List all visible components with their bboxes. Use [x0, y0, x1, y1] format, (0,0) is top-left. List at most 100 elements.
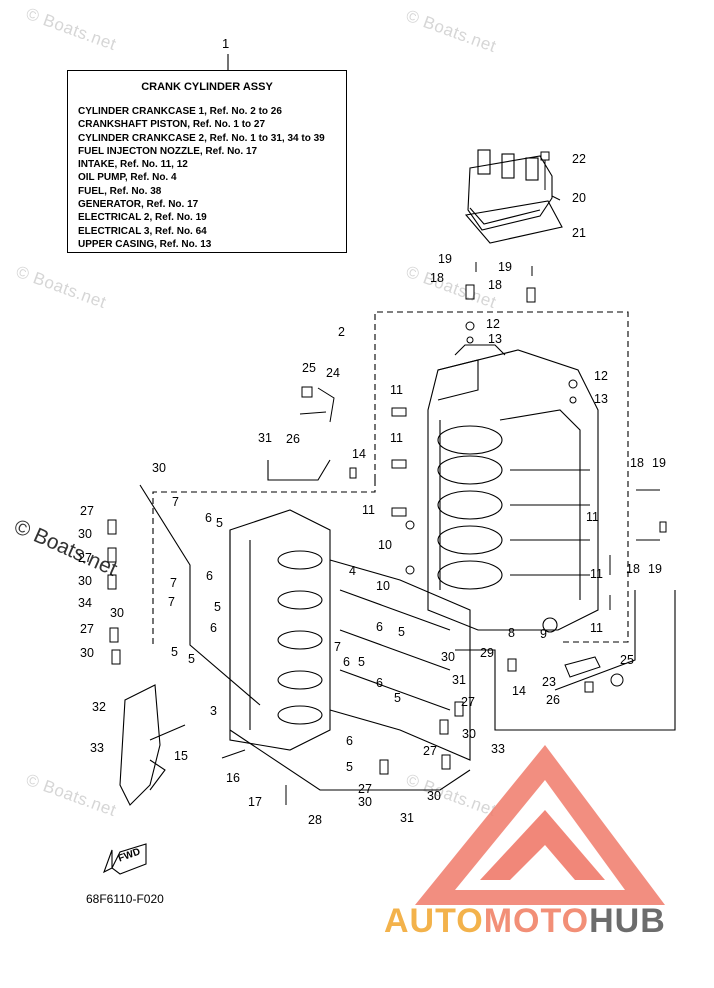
callout-number: 33	[90, 741, 104, 755]
logo-triangle-cut	[510, 845, 575, 880]
callout-number: 2	[338, 325, 345, 339]
info-line: CYLINDER CRANKCASE 1, Ref. No. 2 to 26	[78, 106, 282, 117]
callout-number: 18	[488, 278, 502, 292]
info-line: GENERATOR, Ref. No. 17	[78, 199, 199, 211]
callout-number: 5	[171, 645, 178, 659]
callout-number: 30	[78, 574, 92, 588]
assembly-reference-number: 1	[222, 36, 230, 51]
assembly-info-box: CRANK CYLINDER ASSY CYLINDER CRANKCASE 1…	[67, 70, 347, 253]
callout-number: 5	[394, 691, 401, 705]
callout-number: 17	[248, 795, 262, 809]
info-box-title: CRANK CYLINDER ASSY	[141, 81, 273, 93]
callout-number: 14	[512, 684, 526, 698]
callout-number: 13	[488, 332, 502, 346]
info-line: ELECTRICAL 3, Ref. No. 64	[78, 225, 207, 237]
callout-number: 18	[430, 271, 444, 285]
callout-number: 19	[438, 252, 452, 266]
callout-number: 11	[590, 621, 603, 635]
callout-number: 14	[352, 447, 366, 461]
callout-number: 12	[594, 369, 608, 383]
callout-number: 7	[170, 576, 177, 590]
callout-number: 6	[205, 511, 212, 525]
info-line: OIL PUMP, Ref. No. 4	[78, 172, 177, 184]
callout-number: 5	[346, 760, 353, 774]
callout-number: 21	[572, 226, 586, 240]
callout-number: 10	[378, 538, 392, 552]
callout-number: 27	[423, 744, 437, 758]
callout-number: 6	[343, 655, 350, 669]
callout-number: 30	[462, 727, 476, 741]
logo-text-moto: MOTO	[483, 902, 590, 940]
callout-number: 26	[286, 432, 300, 446]
callout-number: 29	[480, 646, 494, 660]
callout-number: 11	[362, 503, 375, 517]
logo-text-hub: HUB	[589, 902, 666, 940]
callout-number: 26	[546, 693, 560, 707]
callout-number: 5	[188, 652, 195, 666]
callout-number: 31	[400, 811, 414, 825]
callout-number: 27	[358, 782, 372, 796]
callout-number: 9	[540, 627, 547, 641]
callout-number: 19	[648, 562, 662, 576]
callout-number: 11	[390, 431, 403, 445]
callout-number: 18	[626, 562, 640, 576]
callout-number: 30	[110, 606, 124, 620]
callout-number: 3	[210, 704, 217, 718]
callout-number: 7	[334, 640, 341, 654]
callout-number: 30	[441, 650, 455, 664]
bolts	[107, 151, 667, 805]
info-line: FUEL INJECTON NOZZLE, Ref. No. 17	[78, 145, 258, 157]
callout-number: 23	[542, 675, 556, 689]
callout-number: 30	[80, 646, 94, 660]
info-line: ELECTRICAL 2, Ref. No. 19	[78, 212, 207, 224]
info-line: CRANKSHAFT PISTON, Ref. No. 1 to 27	[78, 119, 266, 131]
callout-number: 32	[92, 700, 106, 714]
callout-number: 5	[398, 625, 405, 639]
callout-number: 5	[358, 655, 365, 669]
callout-number: 27	[461, 695, 475, 709]
callout-number: 7	[168, 595, 175, 609]
diagram-part-code: 68F6110-F020	[86, 892, 164, 906]
automotohub-logo-text: AUTOMOTOHUB	[384, 902, 666, 941]
callout-number: 18	[630, 456, 644, 470]
callout-number: 30	[152, 461, 166, 475]
info-line: INTAKE, Ref. No. 11, 12	[78, 159, 188, 171]
callout-number: 11	[590, 567, 603, 581]
callout-number: 25	[620, 653, 634, 667]
callout-number: 22	[572, 152, 586, 166]
callout-number: 6	[376, 620, 383, 634]
callout-number: 8	[508, 626, 515, 640]
callout-number: 31	[258, 431, 272, 445]
logo-triangle-core	[480, 810, 605, 880]
callout-number: 30	[427, 789, 441, 803]
callout-number: 27	[80, 504, 94, 518]
callout-number: 30	[78, 527, 92, 541]
callout-number: 28	[308, 813, 322, 827]
callout-number: 7	[172, 495, 179, 509]
callout-number: 19	[498, 260, 512, 274]
callout-number: 19	[652, 456, 666, 470]
info-box-lines: CYLINDER CRANKCASE 1, Ref. No. 2 to 26 C…	[78, 105, 325, 251]
callout-number: 30	[358, 795, 372, 809]
callout-number: 4	[349, 564, 356, 578]
logo-text-auto: AUTO	[384, 902, 484, 940]
callout-number: 12	[486, 317, 500, 331]
callout-number: 6	[376, 676, 383, 690]
info-line: UPPER CASING, Ref. No. 13	[78, 238, 212, 250]
callout-number: 16	[226, 771, 240, 785]
info-line: FUEL, Ref. No. 38	[78, 185, 162, 197]
callout-number: 34	[78, 596, 92, 610]
callout-number: 25	[302, 361, 316, 375]
callout-number: 20	[572, 191, 586, 205]
callout-number: 5	[214, 600, 221, 614]
callout-number: 13	[594, 392, 608, 406]
callout-number: 15	[174, 749, 188, 763]
callout-number: 27	[78, 551, 92, 565]
callout-number: 24	[326, 366, 340, 380]
callout-number: 31	[452, 673, 466, 687]
callout-number: 6	[346, 734, 353, 748]
